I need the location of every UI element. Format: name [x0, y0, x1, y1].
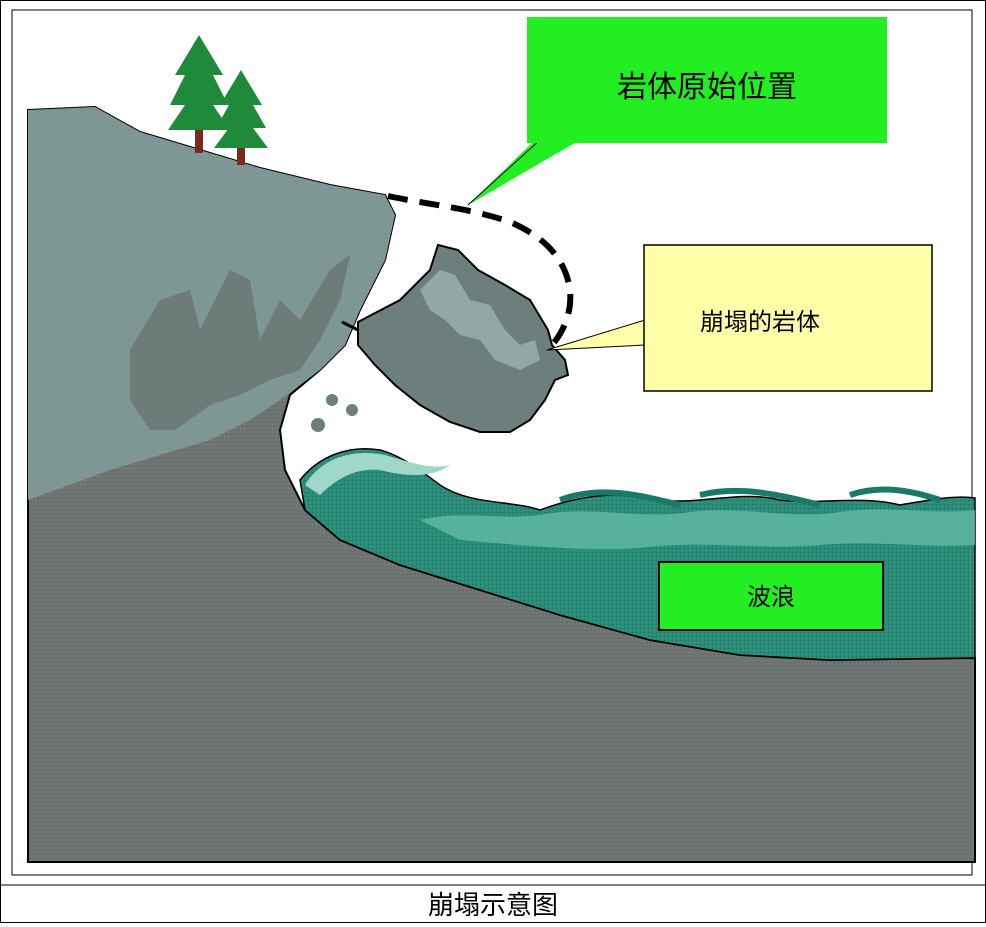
debris [311, 418, 325, 432]
wave-crest [305, 453, 450, 495]
collapsed-rock [357, 243, 570, 433]
original-position-outline [387, 193, 574, 347]
collapsed-rock-label: 崩塌的岩体 [700, 308, 820, 336]
cliff-face [28, 107, 395, 500]
wave-label-box [658, 561, 884, 631]
wave-band [420, 509, 975, 550]
pine-tree-icon [214, 70, 268, 165]
original-position-callout [527, 17, 887, 143]
rock-highlight [420, 270, 540, 370]
collapsed-rock-callout [643, 244, 933, 392]
diagram-caption: 崩塌示意图 [428, 891, 558, 921]
diagram-border [11, 9, 973, 876]
original-position-pointer [468, 140, 580, 205]
cliff-streaks [130, 255, 350, 430]
original-position-pointer-line [467, 139, 541, 206]
wave-label: 波浪 [747, 583, 795, 611]
debris [326, 394, 338, 406]
original-position-label: 岩体原始位置 [617, 70, 797, 105]
wave-ripples [558, 486, 941, 508]
debris [346, 404, 358, 416]
pine-tree-icon [168, 35, 230, 153]
